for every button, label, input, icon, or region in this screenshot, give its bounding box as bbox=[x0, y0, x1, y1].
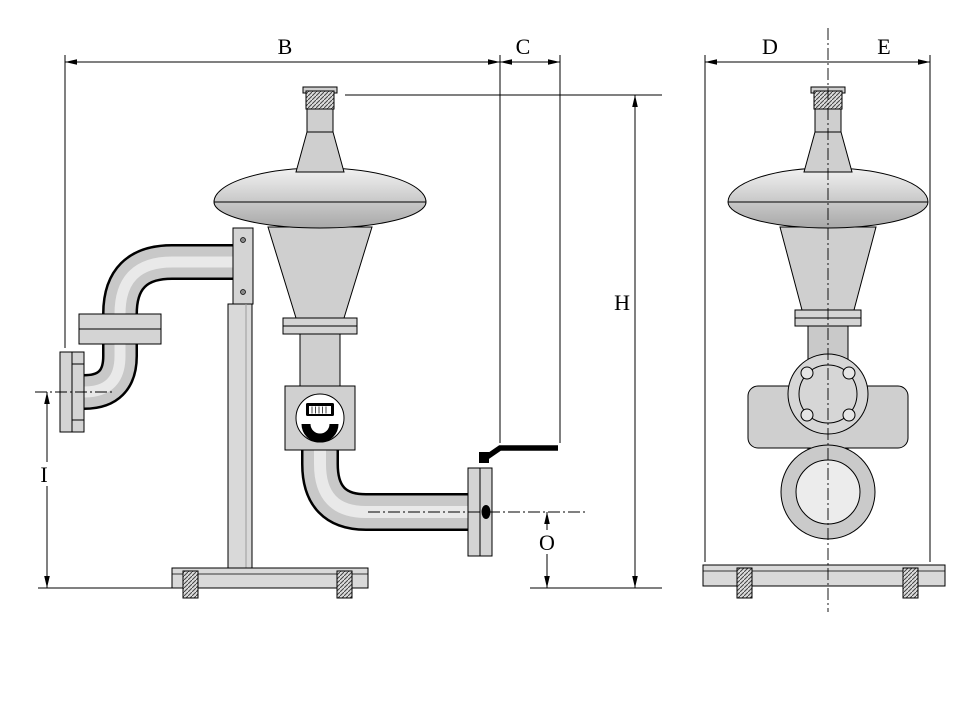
diaphragm-dome bbox=[213, 167, 427, 229]
side-flange-bolts bbox=[800, 366, 856, 422]
dimension-label-c: C bbox=[516, 34, 531, 59]
dimension-label-o: O bbox=[539, 530, 555, 555]
meter-needle-arc bbox=[301, 423, 339, 443]
side-view-dimensions: D E bbox=[704, 34, 931, 562]
side-view: D E bbox=[702, 28, 946, 612]
dimension-label-h: H bbox=[614, 290, 630, 315]
outlet-pipe-assembly bbox=[301, 444, 558, 557]
dimension-label-i: I bbox=[40, 462, 47, 487]
bonnet-taper bbox=[295, 131, 345, 173]
outlet-pipe-highlight bbox=[314, 444, 478, 518]
front-view: B C H I O bbox=[35, 34, 662, 599]
side-anchor-bolt-left bbox=[736, 567, 753, 599]
dimension-label-e: E bbox=[877, 34, 890, 59]
inlet-union-flange-upper bbox=[78, 313, 162, 330]
extension-lines bbox=[38, 55, 662, 589]
inlet-union-flange-lower bbox=[78, 328, 162, 345]
ball-valve-handle bbox=[482, 445, 558, 462]
dimension-label-b: B bbox=[278, 34, 293, 59]
outlet-flange-bolt-hole bbox=[481, 505, 491, 519]
side-dimension-arrows bbox=[705, 59, 930, 65]
bracket-bolt-bottom bbox=[240, 289, 246, 295]
valve-stem-column bbox=[299, 333, 341, 389]
side-stand bbox=[702, 564, 946, 599]
regulator-lower-cone bbox=[267, 226, 373, 319]
support-post bbox=[227, 303, 253, 569]
support-stand bbox=[171, 227, 369, 599]
label-i-backing bbox=[35, 462, 54, 486]
pressure-regulator bbox=[213, 86, 427, 451]
front-view-centerlines bbox=[35, 391, 588, 513]
dimension-arrows bbox=[44, 59, 638, 588]
side-extension-lines bbox=[704, 55, 931, 562]
meter-counter-digits bbox=[311, 406, 327, 414]
label-o-backing bbox=[536, 530, 558, 554]
anchor-bolt-left bbox=[182, 570, 199, 599]
adjuster-cap bbox=[305, 90, 335, 110]
base-plate bbox=[171, 567, 369, 589]
bracket-bolt-top bbox=[240, 237, 246, 243]
inlet-pipe-assembly bbox=[59, 244, 236, 433]
meter-counter-window bbox=[309, 406, 331, 414]
dimension-label-d: D bbox=[762, 34, 778, 59]
side-base-plate bbox=[702, 564, 946, 587]
bonnet-neck bbox=[306, 107, 334, 135]
side-anchor-bolt-right bbox=[902, 567, 919, 599]
anchor-bolt-right bbox=[336, 570, 353, 599]
front-view-dimensions: B C H I O bbox=[35, 34, 662, 589]
